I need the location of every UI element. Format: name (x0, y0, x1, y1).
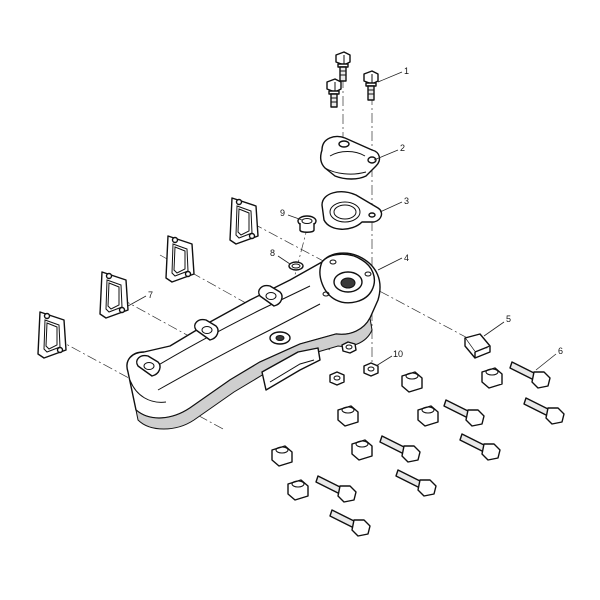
callout-6: 6 (558, 346, 563, 356)
callouts: 1 2 3 4 5 6 7 8 9 10 (148, 66, 563, 359)
flange-nut-c (329, 371, 345, 386)
exhaust-manifold (126, 252, 381, 430)
port-gaskets (37, 197, 259, 359)
cover-bolt-a (335, 51, 351, 82)
manifold-bolt-5 (379, 435, 421, 463)
cover-bolts (326, 51, 379, 108)
spacer-4 (337, 405, 359, 427)
port-gasket-4 (37, 311, 67, 359)
manifold-bolt-4 (459, 433, 501, 461)
callout-10: 10 (393, 349, 403, 359)
cover-bolt-c (363, 70, 379, 101)
spacer-8 (287, 479, 309, 501)
callout-7: 7 (148, 290, 153, 300)
port-gasket-1 (229, 197, 259, 245)
callout-1: 1 (404, 66, 409, 76)
manifold-bolt-7 (315, 475, 357, 503)
manifold-bolt-6 (395, 469, 437, 497)
spacer-3 (481, 367, 503, 389)
callout-5: 5 (506, 314, 511, 324)
callout-4: 4 (404, 253, 409, 263)
spacer-5 (417, 405, 439, 427)
o-ring (288, 261, 304, 271)
flange-nut-a (341, 341, 357, 354)
flange-nut-b (363, 362, 379, 377)
cover-bolt-b (326, 78, 342, 108)
flange-nuts (329, 341, 379, 386)
spacer-6 (351, 439, 373, 461)
manifold-bolts (315, 361, 565, 537)
callout-8: 8 (270, 248, 275, 258)
callout-2: 2 (400, 143, 405, 153)
plug (297, 215, 317, 233)
manifold-bolt-3 (443, 399, 485, 427)
outlet-cover (320, 135, 381, 180)
port-gasket-3 (99, 271, 129, 319)
spacers (271, 333, 503, 501)
manifold-bolt-2 (523, 397, 565, 425)
spacer-2 (401, 371, 423, 393)
callout-3: 3 (404, 196, 409, 206)
manifold-bolt-8 (329, 509, 371, 537)
cover-gasket (321, 191, 383, 230)
callout-9: 9 (280, 208, 285, 218)
spacer-7 (271, 445, 293, 467)
leader-lines (127, 71, 557, 371)
manifold-bolt-1 (509, 361, 551, 389)
spacer-1 (464, 333, 491, 359)
port-gasket-2 (165, 235, 195, 283)
